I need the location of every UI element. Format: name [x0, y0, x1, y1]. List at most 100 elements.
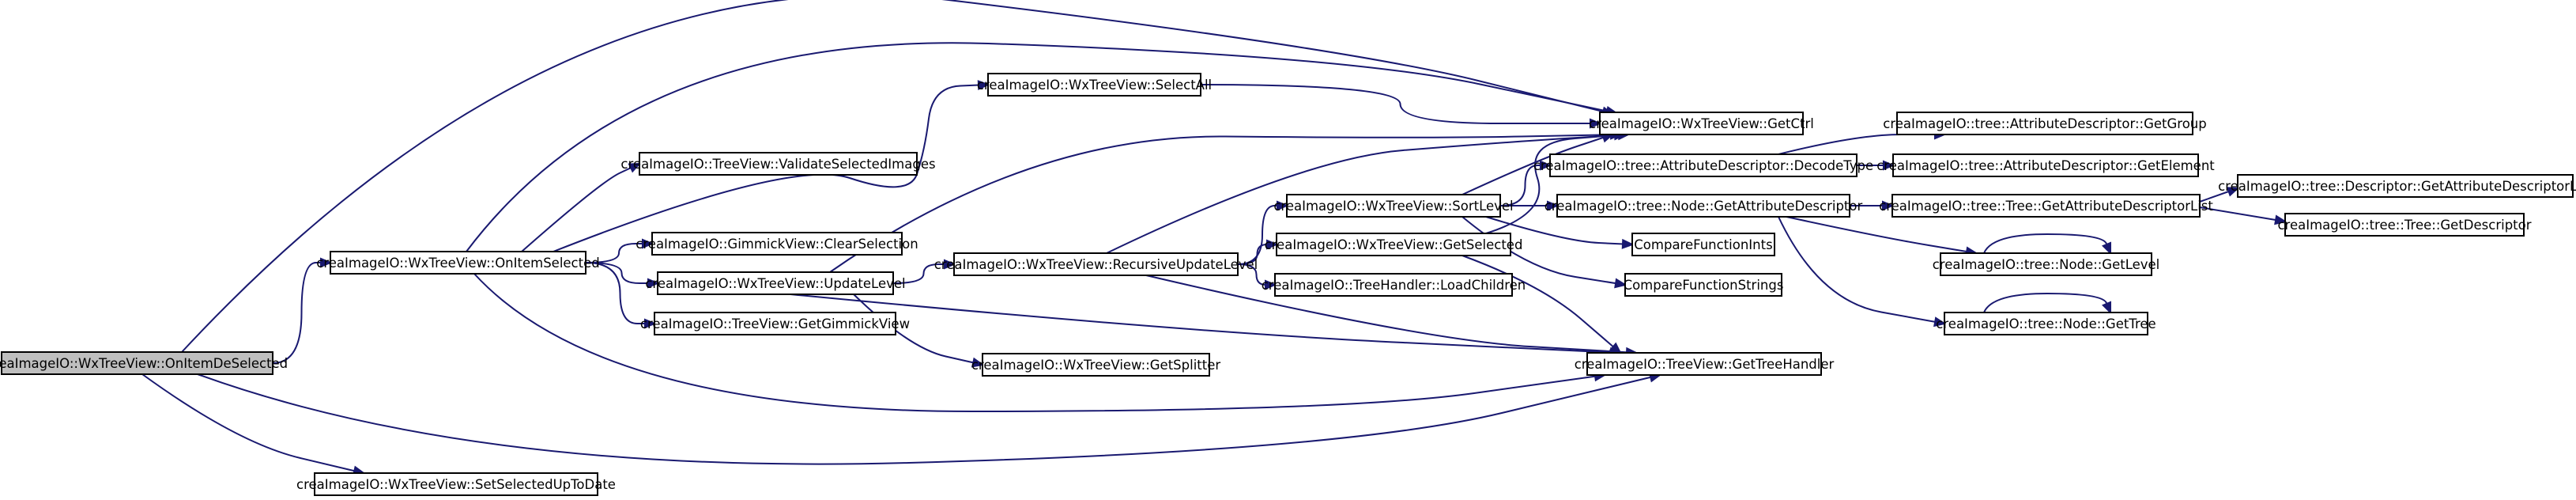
arrowhead-icon	[1547, 200, 1560, 211]
node-setSelectedUpToDate[interactable]: creaImageIO::WxTreeView::SetSelectedUpTo…	[296, 472, 616, 496]
node-label: creaImageIO::tree::Node::GetAttributeDes…	[1544, 199, 1863, 214]
node-box	[330, 251, 586, 275]
node-getAttributeDescriptor[interactable]: creaImageIO::tree::Node::GetAttributeDes…	[1544, 194, 1863, 218]
node-box	[1599, 112, 1804, 135]
node-decodeType[interactable]: creaImageIO::tree::AttributeDescriptor::…	[1533, 153, 1873, 177]
edge-line	[1983, 292, 2111, 313]
edge-line	[1461, 255, 1621, 354]
node-loadChildren[interactable]: creaImageIO::TreeHandler::LoadChildren	[1262, 273, 1526, 297]
arrowhead-icon	[977, 80, 990, 91]
edge-recursiveUpdateLevel-to-loadChildren	[1237, 263, 1277, 290]
edges-layer	[141, 0, 2287, 476]
node-box	[1892, 153, 2199, 177]
edge-line	[790, 294, 1621, 354]
node-onItemDeSelected[interactable]: creaImageIO::WxTreeView::OnItemDeSelecte…	[0, 351, 288, 375]
node-box	[1556, 194, 1850, 218]
node-box	[1549, 153, 1858, 177]
edge-line	[1461, 216, 1626, 286]
edge-line	[1200, 84, 1600, 124]
edge-onItemSelected-to-validateSelectedImages	[521, 162, 642, 252]
edge-onItemDeSelected-to-getTreeHandler	[197, 372, 1662, 465]
node-selectAll[interactable]: creaImageIO::WxTreeView::SelectAll	[977, 73, 1212, 97]
arrowhead-icon	[1277, 200, 1289, 211]
node-box	[1940, 252, 2152, 276]
edge-line	[1145, 275, 1637, 354]
node-box	[1631, 233, 1775, 256]
edge-recursiveUpdateLevel-to-getSelected	[1237, 239, 1279, 265]
edge-line	[197, 373, 1661, 465]
edge-getAttributeDescriptorList-to-getDescriptor	[2199, 206, 2287, 225]
node-getLevel[interactable]: creaImageIO::tree::Node::GetLevel	[1933, 252, 2160, 276]
node-getElement[interactable]: creaImageIO::tree::AttributeDescriptor::…	[1876, 153, 2215, 177]
edge-getTree-to-getTree	[1983, 292, 2111, 315]
node-label: creaImageIO::tree::Node::GetTree	[1936, 316, 2155, 331]
edge-getSelected-to-getTreeHandler	[1461, 255, 1622, 354]
node-onItemSelected[interactable]: creaImageIO::WxTreeView::OnItemSelected	[316, 251, 600, 275]
arrowhead-icon	[944, 259, 956, 270]
node-label: creaImageIO::tree::Tree::GetDescriptor	[2277, 218, 2531, 233]
edge-line	[521, 163, 640, 252]
node-getDescriptor[interactable]: creaImageIO::tree::Tree::GetDescriptor	[2277, 213, 2532, 237]
edge-updateLevel-to-getTreeHandler	[790, 294, 1623, 358]
edge-line	[553, 84, 989, 252]
edge-sortLevel-to-compareFunctionInts	[1485, 216, 1635, 249]
node-box	[953, 252, 1239, 276]
arrowhead-icon	[1933, 316, 1947, 328]
edge-updateLevel-to-recursiveUpdateLevel	[892, 259, 956, 284]
node-box	[651, 232, 903, 256]
node-updateLevel[interactable]: creaImageIO::WxTreeView::UpdateLevel	[645, 271, 906, 295]
node-box	[1276, 233, 1511, 256]
node-box	[1891, 194, 2201, 218]
node-label: creaImageIO::WxTreeView::UpdateLevel	[645, 276, 905, 291]
node-descriptorGetAttributeDescriptorList[interactable]: creaImageIO::tree::Descriptor::GetAttrib…	[2218, 174, 2576, 198]
node-clearSelection[interactable]: creaImageIO::GimmickView::ClearSelection	[636, 232, 918, 256]
edge-line	[1778, 134, 1944, 155]
arrowhead-icon	[644, 318, 657, 329]
arrowhead-icon	[628, 162, 642, 173]
node-getCtrl[interactable]: creaImageIO::WxTreeView::GetCtrl	[1589, 112, 1814, 135]
arrowhead-icon	[1590, 118, 1602, 129]
edge-line	[1983, 233, 2111, 254]
node-box	[1286, 194, 1501, 218]
node-compareFunctionStrings[interactable]: CompareFunctionStrings	[1624, 273, 1784, 297]
node-label: creaImageIO::tree::AttributeDescriptor::…	[1876, 158, 2215, 173]
node-compareFunctionInts[interactable]: CompareFunctionInts	[1631, 233, 1775, 256]
node-validateSelectedImages[interactable]: creaImageIO::TreeView::ValidateSelectedI…	[620, 152, 936, 176]
arrowhead-icon	[2274, 214, 2287, 225]
nodes-layer: creaImageIO::WxTreeView::OnItemDeSelecte…	[0, 73, 2576, 496]
node-getSplitter[interactable]: creaImageIO::WxTreeView::GetSplitter	[971, 353, 1221, 377]
node-getTreeHandler[interactable]: creaImageIO::TreeView::GetTreeHandler	[1575, 352, 1835, 376]
node-recursiveUpdateLevel[interactable]: creaImageIO::WxTreeView::RecursiveUpdate…	[934, 252, 1258, 276]
node-label: creaImageIO::TreeHandler::LoadChildren	[1262, 278, 1526, 293]
node-getTree[interactable]: creaImageIO::tree::Node::GetTree	[1936, 312, 2156, 335]
edge-line	[1485, 134, 1625, 234]
node-box	[1896, 112, 2193, 135]
edge-getLevel-to-getLevel	[1983, 233, 2111, 256]
node-box	[639, 152, 918, 176]
node-box	[987, 73, 1201, 97]
node-getGimmickView[interactable]: creaImageIO::TreeView::GetGimmickView	[640, 312, 910, 335]
arrowhead-icon	[1614, 278, 1627, 289]
arrowhead-icon	[1540, 160, 1552, 171]
edge-line	[141, 373, 364, 474]
node-label: creaImageIO::WxTreeView::SortLevel	[1273, 199, 1513, 214]
edge-line	[181, 0, 1613, 353]
edge-onItemSelected-to-getGimmickView	[585, 262, 657, 329]
node-box	[1, 351, 273, 375]
edge-line	[1237, 263, 1275, 286]
node-getSelected[interactable]: creaImageIO::WxTreeView::GetSelected	[1265, 233, 1523, 256]
edge-updateLevel-to-getSplitter	[853, 294, 985, 368]
edge-onItemDeSelected-to-getCtrl	[181, 0, 1615, 353]
node-sortLevel[interactable]: creaImageIO::WxTreeView::SortLevel	[1273, 194, 1514, 218]
edge-decodeType-to-getElement	[1857, 160, 1895, 171]
edge-line	[1485, 216, 1633, 245]
node-label: creaImageIO::tree::Descriptor::GetAttrib…	[2218, 179, 2576, 194]
node-box	[314, 472, 598, 496]
edge-sortLevel-to-decodeType	[1499, 160, 1552, 206]
node-box	[1586, 352, 1822, 376]
node-getAttributeDescriptorList[interactable]: creaImageIO::tree::Tree::GetAttributeDes…	[1879, 194, 2213, 218]
edge-line	[1237, 205, 1287, 265]
node-label: creaImageIO::TreeView::GetGimmickView	[640, 316, 910, 331]
edge-onItemSelected-to-selectAll	[553, 80, 990, 252]
node-getGroup[interactable]: creaImageIO::tree::AttributeDescriptor::…	[1883, 112, 2207, 135]
